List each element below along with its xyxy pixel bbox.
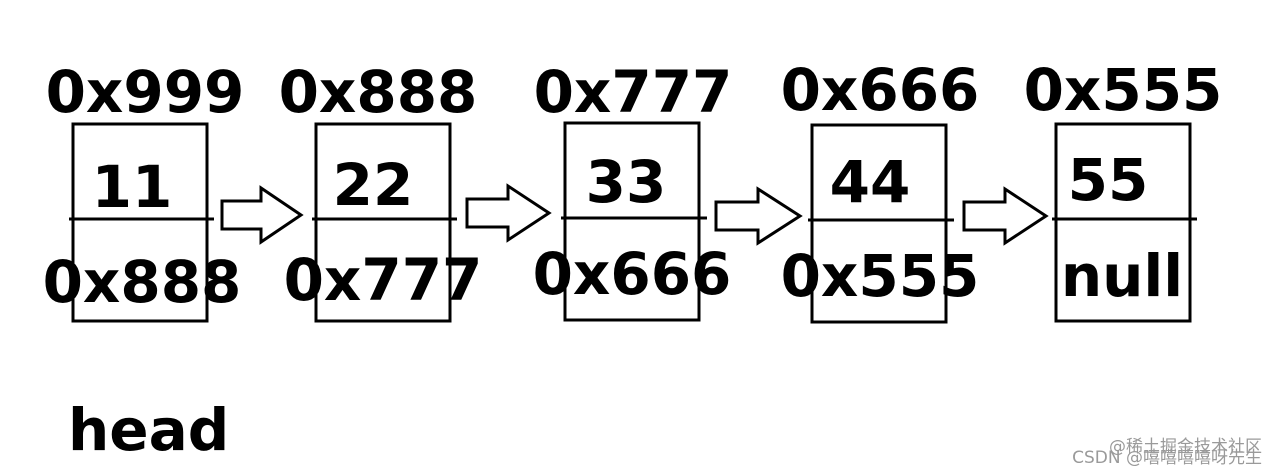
node-address: 0x999 xyxy=(46,58,245,126)
node-box xyxy=(314,122,452,323)
node-box xyxy=(71,122,209,323)
node-box xyxy=(1054,122,1192,323)
arrow-icon xyxy=(220,185,304,245)
node-next-pointer: 0x777 xyxy=(284,246,483,314)
head-label: head xyxy=(68,396,229,464)
list-node: 0x555 55 null xyxy=(1024,56,1223,323)
node-address: 0x666 xyxy=(781,56,980,124)
node-next-pointer: 0x888 xyxy=(43,248,242,316)
list-node: 0x666 44 0x555 xyxy=(781,56,980,324)
node-value: 33 xyxy=(586,148,667,216)
node-value: 55 xyxy=(1068,146,1149,214)
list-node: 0x999 11 0x888 xyxy=(43,58,245,323)
node-address: 0x555 xyxy=(1024,56,1223,124)
node-value: 44 xyxy=(830,148,911,216)
arrow-icon xyxy=(465,183,552,243)
arrow-icon xyxy=(714,186,803,246)
node-value: 22 xyxy=(333,151,414,219)
watermark-line2: CSDN @嘻嘻嘻嘻呀先生 xyxy=(1072,448,1262,468)
node-address: 0x777 xyxy=(534,58,733,126)
list-node: 0x777 33 0x666 xyxy=(533,58,733,322)
node-value: 11 xyxy=(92,153,173,221)
node-next-pointer: 0x666 xyxy=(533,240,732,308)
node-box xyxy=(810,123,948,324)
node-next-pointer: 0x555 xyxy=(781,242,980,310)
watermark-line1: @稀土掘金技术社区 xyxy=(1109,437,1262,457)
node-next-pointer: null xyxy=(1061,242,1183,310)
node-address: 0x888 xyxy=(279,58,478,126)
list-node: 0x888 22 0x777 xyxy=(279,58,483,323)
arrow-icon xyxy=(962,186,1049,246)
node-box xyxy=(563,121,701,322)
